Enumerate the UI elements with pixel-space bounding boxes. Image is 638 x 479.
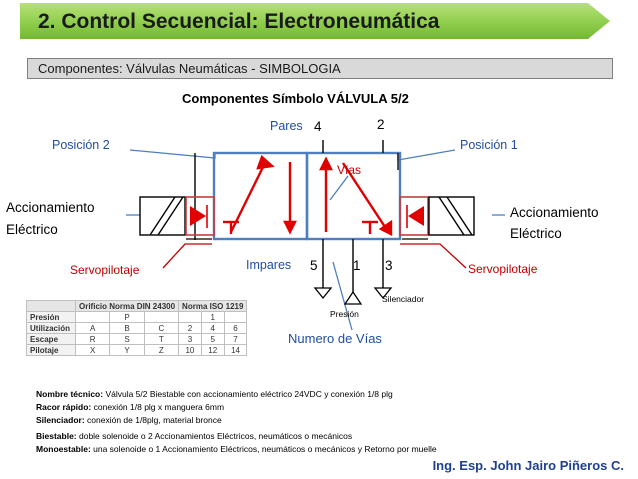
leader-servo-left — [162, 243, 212, 269]
note-text: doble solenoide o 2 Accionamientos Eléct… — [76, 431, 353, 441]
row-label: Presión — [26, 311, 76, 323]
left-actuator — [139, 196, 186, 236]
cell: X — [74, 344, 111, 356]
row-label: Escape — [26, 333, 76, 345]
cell: 4 — [200, 322, 225, 334]
silenciador-label: Silenciador — [382, 294, 425, 304]
cell: C — [143, 322, 180, 334]
cell: 1 — [200, 311, 225, 323]
cell: S — [109, 333, 145, 345]
note-label: Nombre técnico: — [36, 389, 104, 399]
cell: R — [74, 333, 111, 345]
row-label: Pilotaje — [26, 344, 76, 356]
note-biestable: Biestable: doble solenoide o 2 Accionami… — [36, 431, 352, 441]
numero-vias-label: Numero de Vías — [288, 331, 382, 346]
subtitle-box — [27, 58, 613, 79]
cell: 10 — [178, 344, 202, 356]
table-row: Pilotaje X Y Z 10 12 14 — [26, 344, 248, 356]
table-header-row: Orificio Norma DIN 24300 Norma ISO 1219 — [26, 300, 248, 312]
note-label: Biestable: — [36, 431, 77, 441]
header-din: Orificio Norma DIN 24300 — [74, 300, 180, 312]
posicion1-label: Posición 1 — [460, 138, 518, 152]
note-text: conexión de 1/8plg, material bronce — [84, 415, 222, 425]
table-row: Presión P 1 — [26, 311, 248, 323]
solenoid-right — [428, 196, 475, 236]
cell: B — [109, 322, 145, 334]
author-credit: Ing. Esp. John Jairo Piñeros C. — [432, 458, 624, 473]
port-symbols — [313, 287, 393, 305]
subtitle: Componentes: Válvulas Neumáticas - SIMBO… — [38, 61, 341, 76]
leader-numero-vias — [332, 261, 353, 331]
leader-vias — [329, 175, 349, 201]
cell: Z — [143, 344, 180, 356]
servopilotaje-left-label: Servopilotaje — [70, 263, 140, 277]
pares-label: Pares — [270, 119, 303, 133]
presion-label: Presión — [330, 309, 359, 319]
port-1-label: 1 — [353, 258, 361, 273]
cell: T — [143, 333, 180, 345]
title-banner — [20, 3, 610, 39]
pressure-1-symbol — [343, 290, 363, 305]
solenoid-left — [139, 196, 186, 236]
port-5-label: 5 — [310, 258, 318, 273]
port-norms-table: Orificio Norma DIN 24300 Norma ISO 1219 … — [26, 300, 248, 356]
cell: 7 — [223, 333, 248, 345]
vias-label: Vías — [337, 163, 362, 177]
leader-servo-right — [400, 243, 467, 269]
note-text: una solenoide o 1 Accionamiento Eléctric… — [90, 444, 437, 454]
leader-posicion1 — [397, 149, 456, 161]
note-label: Monoestable: — [36, 444, 91, 454]
note-label: Racor rápido: — [36, 402, 92, 412]
row-label: Utilización — [26, 322, 76, 334]
table-row: Escape R S T 3 5 7 — [26, 333, 248, 345]
cell — [223, 311, 248, 323]
cell: 12 — [200, 344, 225, 356]
cell: Y — [109, 344, 145, 356]
note-silenciador: Silenciador: conexión de 1/8plg, materia… — [36, 415, 222, 425]
accionamiento-right-line1: Accionamiento — [510, 205, 599, 220]
right-actuator — [428, 196, 475, 236]
cell — [74, 311, 111, 323]
cell: A — [74, 322, 111, 334]
leader-posicion2 — [129, 149, 216, 159]
cell — [143, 311, 180, 323]
servo-leaders — [162, 243, 467, 269]
servopilotaje-right-label: Servopilotaje — [468, 262, 538, 276]
diagram-heading: Componentes Símbolo VÁLVULA 5/2 — [182, 91, 409, 106]
cell: 2 — [178, 322, 202, 334]
silencer-3-symbol — [373, 287, 393, 300]
header-iso: Norma ISO 1219 — [178, 300, 248, 312]
accionamiento-left-line1: Accionamiento — [6, 200, 95, 215]
cell: 5 — [200, 333, 225, 345]
flow-paths — [223, 154, 393, 236]
port-lines — [194, 140, 384, 292]
note-racor: Racor rápido: conexión 1/8 plg x manguer… — [36, 402, 224, 412]
table-corner — [26, 300, 76, 312]
valve-body — [212, 151, 402, 241]
servo-left — [185, 196, 215, 236]
cell: P — [109, 311, 145, 323]
port-3-label: 3 — [385, 258, 393, 273]
note-text: conexión 1/8 plg x manguera 6mm — [91, 402, 225, 412]
accionamiento-left-line2: Eléctrico — [6, 222, 58, 237]
note-label: Silenciador: — [36, 415, 85, 425]
table-row: Utilización A B C 2 4 6 — [26, 322, 248, 334]
impares-label: Impares — [246, 258, 292, 272]
port-4-label: 4 — [314, 119, 322, 134]
posicion2-label: Posición 2 — [52, 138, 110, 152]
cell — [178, 311, 202, 323]
accionamiento-right-line2: Eléctrico — [510, 226, 562, 241]
exhaust-5-symbol — [313, 287, 333, 300]
cell: 6 — [223, 322, 248, 334]
cell: 3 — [178, 333, 202, 345]
note-nombre-tecnico: Nombre técnico: Válvula 5/2 Biestable co… — [36, 389, 393, 399]
page-title: 2. Control Secuencial: Electroneumática — [38, 10, 440, 33]
note-monoestable: Monoestable: una solenoide o 1 Accionami… — [36, 444, 437, 454]
servo-right — [399, 196, 429, 236]
note-text: Válvula 5/2 Biestable con accionamiento … — [103, 389, 393, 399]
cell: 14 — [223, 344, 248, 356]
port-2-label: 2 — [377, 117, 385, 132]
